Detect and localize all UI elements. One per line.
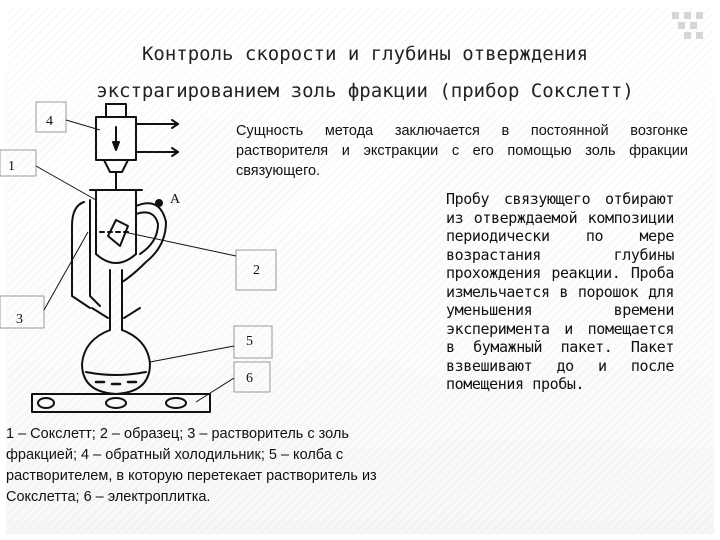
label-3: 3 <box>16 312 23 327</box>
label-5: 5 <box>246 334 253 349</box>
solvent-flask <box>81 329 151 395</box>
label-6: 6 <box>246 371 253 386</box>
flask-joint <box>91 269 141 331</box>
slide <box>6 6 714 534</box>
slide-title: Контроль скорости и глубины отверждения … <box>40 36 690 110</box>
soxhlet-apparatus-diagram: 4 1 А 2 3 5 6 <box>0 101 277 413</box>
title-line-2: экстрагированием золь фракции (прибор Со… <box>96 80 634 102</box>
reflux-condenser <box>95 103 179 191</box>
diagram-legend: 1 – Сокслетт; 2 – образец; 3 – растворит… <box>6 426 377 505</box>
electric-hotplate <box>31 393 211 413</box>
marker-dot <box>155 199 163 207</box>
essence-text: Сущность метода заключается в постоянной… <box>236 123 688 179</box>
label-a: А <box>170 192 181 207</box>
label-2: 2 <box>253 263 260 278</box>
corner-decoration <box>672 12 706 46</box>
label-1: 1 <box>8 159 15 174</box>
soxhlet-extractor <box>71 189 167 309</box>
label-4: 4 <box>46 114 53 129</box>
sample-packet <box>107 219 129 247</box>
title-line-1: Контроль скорости и глубины отверждения <box>141 43 589 65</box>
probe-text: Пробу связующего отбирают из отверждаемо… <box>446 190 674 393</box>
